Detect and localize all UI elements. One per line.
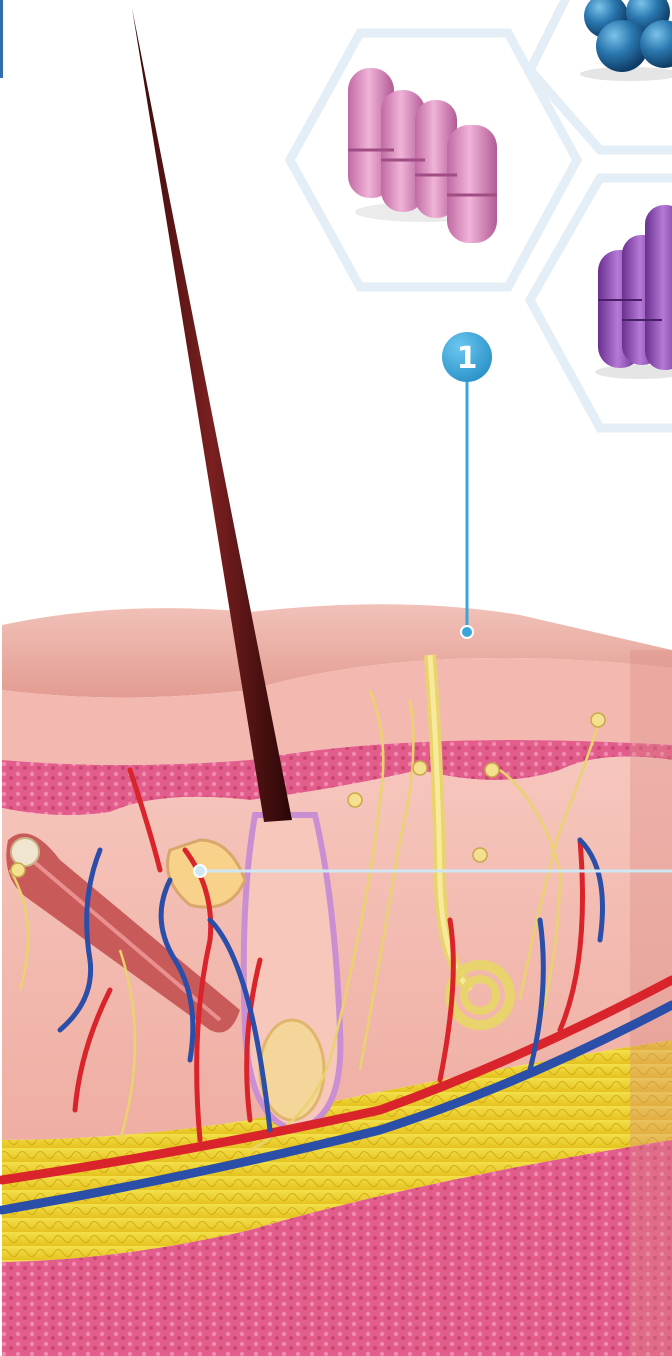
callout-1-badge: 1 bbox=[442, 332, 492, 382]
callout-1: 1 bbox=[442, 332, 492, 638]
callout-1-label: 1 bbox=[457, 341, 478, 376]
left-edge-marker bbox=[0, 0, 3, 78]
pink-protein-cluster-icon bbox=[348, 68, 497, 243]
purple-protein-cluster-icon bbox=[595, 205, 672, 379]
callout-sebaceous-anchor-dot bbox=[194, 865, 206, 877]
callout-1-anchor-dot bbox=[461, 626, 473, 638]
blue-sphere-cluster-icon bbox=[580, 0, 672, 81]
